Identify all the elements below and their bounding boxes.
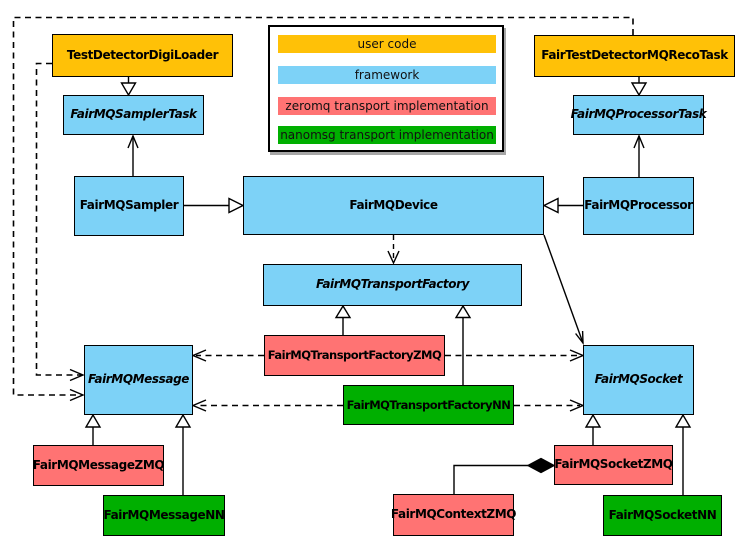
association-fairmqdevice-to-fairmqsocket <box>543 234 584 346</box>
class-label: FairMQSocket <box>594 372 683 387</box>
association-fairmqsampler-to-fairmqsamplertask <box>127 134 139 176</box>
class-label: FairMQContextZMQ <box>390 507 517 522</box>
class-box-testdetectordigiloader: TestDetectorDigiLoader <box>52 34 233 77</box>
class-box-fairmqsamplertask: FairMQSamplerTask <box>63 95 204 135</box>
class-box-fairmqtransportfactoryzmq: FairMQTransportFactoryZMQ <box>264 335 445 376</box>
dependency-testdetectordigiloader-to-fairmqmessage <box>35 62 85 382</box>
class-label: FairMQProcessor <box>584 198 693 213</box>
dependency-fairmqtransportfactorynn-to-fairmqsocket <box>514 399 585 412</box>
class-box-fairmqdevice: FairMQDevice <box>243 176 544 235</box>
inheritance-fairmqtransportfactoryzmq-to-fairmqtransportfactory <box>334 304 352 335</box>
inheritance-testdetectordigiloader-to-fairmqsamplertask <box>120 77 137 97</box>
legend-item-nanomsg: nanomsg transport implementation <box>278 126 496 144</box>
class-box-fairmqtransportfactory: FairMQTransportFactory <box>263 264 522 306</box>
class-label: FairMQMessageZMQ <box>32 457 165 472</box>
class-label: FairMQMessageNN <box>103 507 225 522</box>
class-box-fairmqsocket: FairMQSocket <box>583 345 694 415</box>
class-label: FairMQSamplerTask <box>70 107 197 122</box>
legend-item-zeromq: zeromq transport implementation <box>278 97 496 115</box>
dependency-fairtestdetectormqrecotask-to-fairmqmessage <box>12 16 634 402</box>
class-label: FairMQSocketZMQ <box>554 457 673 472</box>
dependency-fairmqdevice-to-fairmqtransportfactory <box>387 235 400 265</box>
class-label: FairMQTransportFactoryZMQ <box>267 348 442 363</box>
class-label: FairMQDevice <box>349 197 438 212</box>
dependency-fairmqtransportfactorynn-to-fairmqmessage <box>191 399 343 412</box>
class-label: FairMQTransportFactory <box>315 277 470 292</box>
class-box-fairmqtransportfactorynn: FairMQTransportFactoryNN <box>343 385 514 425</box>
association-fairmqprocessor-to-fairmqprocessortask <box>633 134 645 177</box>
inheritance-fairmqsampler-to-fairmqdevice <box>184 197 245 214</box>
dependency-fairmqtransportfactoryzmq-to-fairmqmessage <box>191 349 264 362</box>
class-box-fairmqmessagezmq: FairMQMessageZMQ <box>32 445 165 486</box>
class-box-fairmqmessagenn: FairMQMessageNN <box>103 495 225 536</box>
class-label: FairTestDetectorMQRecoTask <box>541 48 728 63</box>
class-box-fairmqmessage: FairMQMessage <box>84 345 193 415</box>
inheritance-fairmqsocketzmq-to-fairmqsocket <box>584 413 602 445</box>
inheritance-fairmqmessagezmq-to-fairmqmessage <box>84 413 102 445</box>
inheritance-fairmqprocessor-to-fairmqdevice <box>542 197 583 214</box>
class-box-fairmqcontextzmq: FairMQContextZMQ <box>390 494 517 536</box>
composition-fairmqsocketzmq-has-fairmqcontextzmq <box>453 457 556 494</box>
class-label: FairMQProcessorTask <box>570 107 707 122</box>
inheritance-fairmqmessagenn-to-fairmqmessage <box>174 413 192 495</box>
class-box-fairtestdetectormqrecotask: FairTestDetectorMQRecoTask <box>534 35 735 77</box>
legend: user code framework zeromq transport imp… <box>268 25 504 152</box>
dependency-fairmqtransportfactoryzmq-to-fairmqsocket <box>445 349 585 362</box>
class-label: FairMQSampler <box>79 198 179 213</box>
class-box-fairmqsampler: FairMQSampler <box>74 176 184 236</box>
class-label: FairMQTransportFactoryNN <box>346 397 511 412</box>
class-box-fairmqprocessor: FairMQProcessor <box>583 177 694 235</box>
class-box-fairmqprocessortask: FairMQProcessorTask <box>570 95 707 135</box>
legend-item-user-code: user code <box>278 35 496 53</box>
legend-item-framework: framework <box>278 66 496 84</box>
class-box-fairmqsocketzmq: FairMQSocketZMQ <box>554 445 673 485</box>
inheritance-fairmqsocketnn-to-fairmqsocket <box>674 413 692 495</box>
class-label: FairMQSocketNN <box>608 507 717 522</box>
class-box-fairmqsocketnn: FairMQSocketNN <box>603 495 722 536</box>
class-label: TestDetectorDigiLoader <box>66 47 219 62</box>
inheritance-fairmqtransportfactorynn-to-fairmqtransportfactory <box>454 304 472 385</box>
class-label: FairMQMessage <box>87 372 190 387</box>
inheritance-fairtestdetectormqrecotask-to-fairmqprocessortask <box>630 77 648 97</box>
